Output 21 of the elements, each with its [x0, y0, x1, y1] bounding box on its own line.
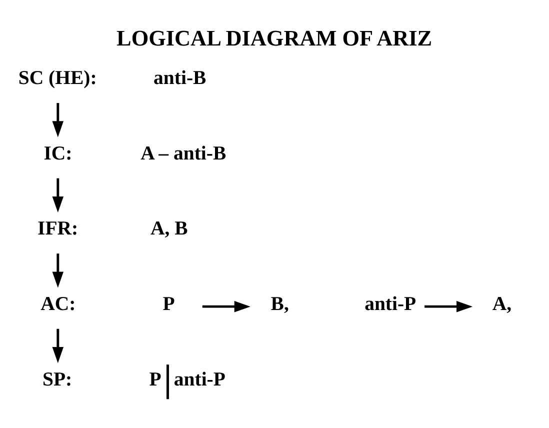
arrow — [52, 178, 64, 213]
node-text: P — [162, 293, 175, 316]
node-text: A, — [492, 293, 512, 316]
node-text: IC: — [44, 142, 72, 164]
node-text: B, — [270, 293, 289, 316]
label: anti-P — [174, 368, 226, 390]
label: P — [149, 368, 162, 390]
node-text: SC (HE): — [18, 67, 97, 90]
arrow — [52, 328, 64, 364]
node-text: SP: — [42, 368, 72, 390]
node-text: IFR: — [38, 218, 78, 240]
label: A, B — [150, 218, 188, 240]
arrow — [52, 254, 64, 288]
diagram-title: LOGICAL DIAGRAM OF ARIZ — [116, 25, 432, 50]
label: A – anti-B — [140, 142, 226, 164]
node-text: AC: — [40, 293, 76, 316]
arrow — [424, 300, 473, 312]
arrow — [52, 103, 64, 138]
node-text: anti-P — [364, 293, 416, 316]
label: anti-B — [154, 67, 206, 90]
arrow — [202, 300, 250, 312]
